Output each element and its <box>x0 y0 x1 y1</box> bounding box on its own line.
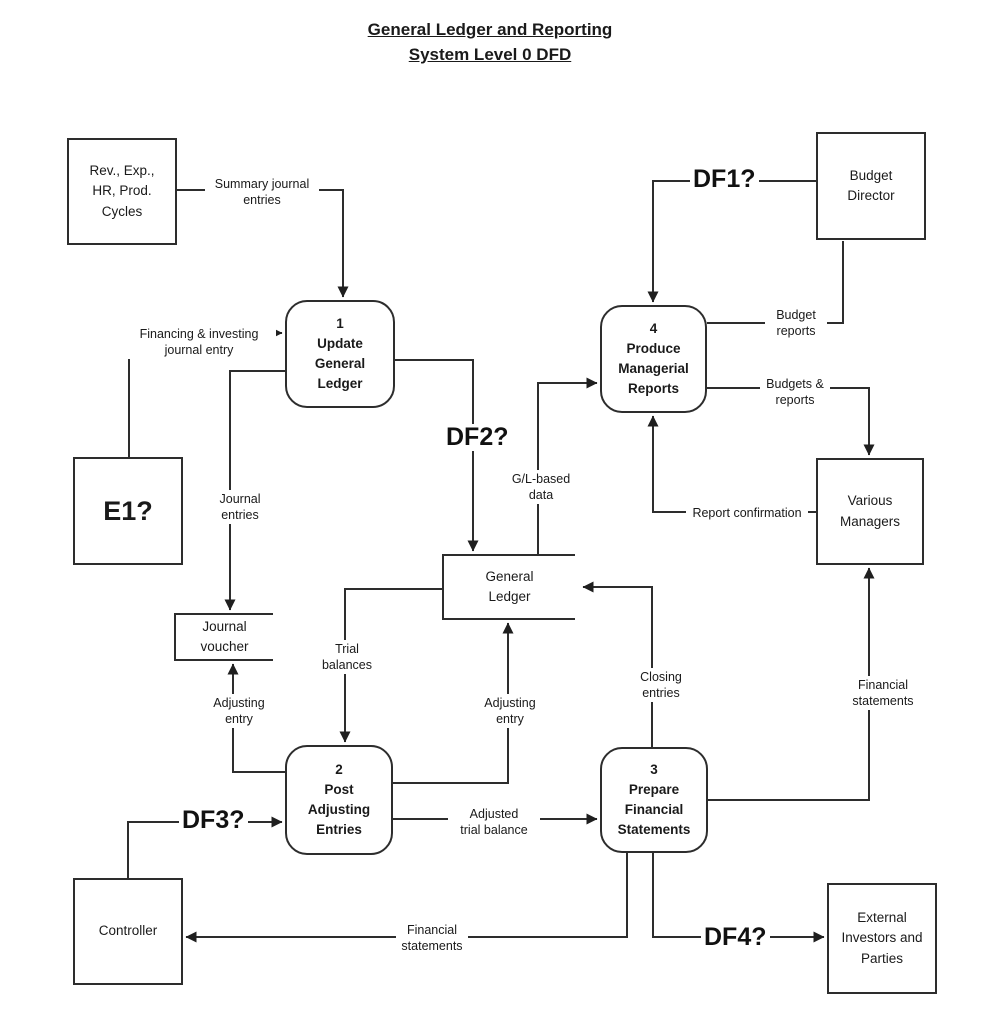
flow-label-gl-based-data: G/L-based data <box>500 470 582 504</box>
diagram-title: General Ledger and Reporting System Leve… <box>0 18 980 67</box>
flow-label-df2: DF2? <box>443 424 512 451</box>
entity-external-investors-and-parties: External Investors and Parties <box>827 883 937 994</box>
flow-line-closing-entries <box>582 581 653 747</box>
process-2-post-adjusting-entries: 2 Post Adjusting Entries <box>285 745 393 855</box>
flow-label-adjusting-entry-left: Adjusting entry <box>207 694 271 728</box>
flow-label-budget-reports: Budget reports <box>765 306 827 340</box>
process-1-update-general-ledger: 1 Update General Ledger <box>285 300 395 408</box>
datastore-general-ledger: General Ledger <box>442 554 575 620</box>
flow-label-financial-statements-managers: Financial statements <box>847 676 919 710</box>
flow-label-budgets-and-reports: Budgets & reports <box>760 375 830 409</box>
flow-label-df4: DF4? <box>701 924 770 951</box>
flow-label-financial-statements-controller: Financial statements <box>396 921 468 955</box>
diagram-title-line1: General Ledger and Reporting <box>367 20 613 39</box>
flow-line-trial-balances <box>339 588 442 743</box>
flow-line-gl-based-data <box>537 377 598 554</box>
flow-label-journal-entries: Journal entries <box>208 490 272 524</box>
flow-label-adjusting-entry-right: Adjusting entry <box>478 694 542 728</box>
flow-line-df2 <box>395 359 479 552</box>
flow-label-closing-entries: Closing entries <box>630 668 692 702</box>
entity-revenue-expenditure-hr-production-cycles: Rev., Exp., HR, Prod. Cycles <box>67 138 177 245</box>
flow-label-adjusted-trial-balance: Adjusted trial balance <box>448 805 540 839</box>
flow-label-df1: DF1? <box>690 166 759 193</box>
entity-controller: Controller <box>73 878 183 985</box>
datastore-journal-voucher: Journal voucher <box>174 613 273 661</box>
process-3-prepare-financial-statements: 3 Prepare Financial Statements <box>600 747 708 853</box>
flow-label-trial-balances: Trial balances <box>316 640 378 674</box>
flow-line-financial-statements-to-managers <box>708 567 875 801</box>
flow-line-journal-entries <box>224 370 285 611</box>
entity-various-managers: Various Managers <box>816 458 924 565</box>
flow-line-report-confirmation <box>647 415 816 513</box>
flow-line-adjusting-entry-to-general-ledger <box>393 622 514 784</box>
process-4-produce-managerial-reports: 4 Produce Managerial Reports <box>600 305 707 413</box>
flow-line-financial-statements-to-controller <box>185 853 628 943</box>
flow-line-df1 <box>647 180 816 303</box>
entity-budget-director: Budget Director <box>816 132 926 240</box>
diagram-title-line2: System Level 0 DFD <box>408 44 572 64</box>
flow-label-report-confirmation: Report confirmation <box>686 504 808 522</box>
entity-e1-placeholder: E1? <box>73 457 183 565</box>
flow-label-df3: DF3? <box>179 807 248 834</box>
flow-label-financing-investing-journal-entry: Financing & investing journal entry <box>122 325 276 359</box>
flow-label-summary-journal-entries: Summary journal entries <box>205 175 319 209</box>
flow-line-budget-reports <box>707 241 844 324</box>
